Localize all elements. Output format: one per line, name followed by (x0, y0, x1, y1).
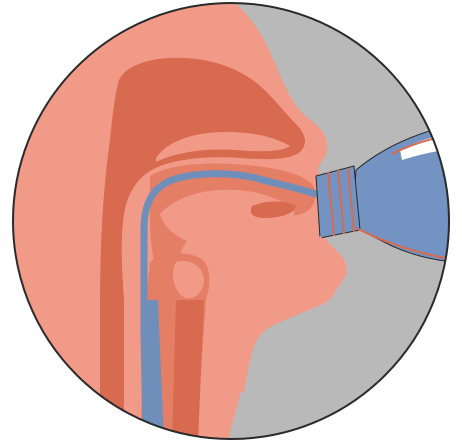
circle-content (0, 0, 462, 443)
diagram-svg (0, 0, 462, 443)
swallowing-diagram (0, 0, 462, 443)
